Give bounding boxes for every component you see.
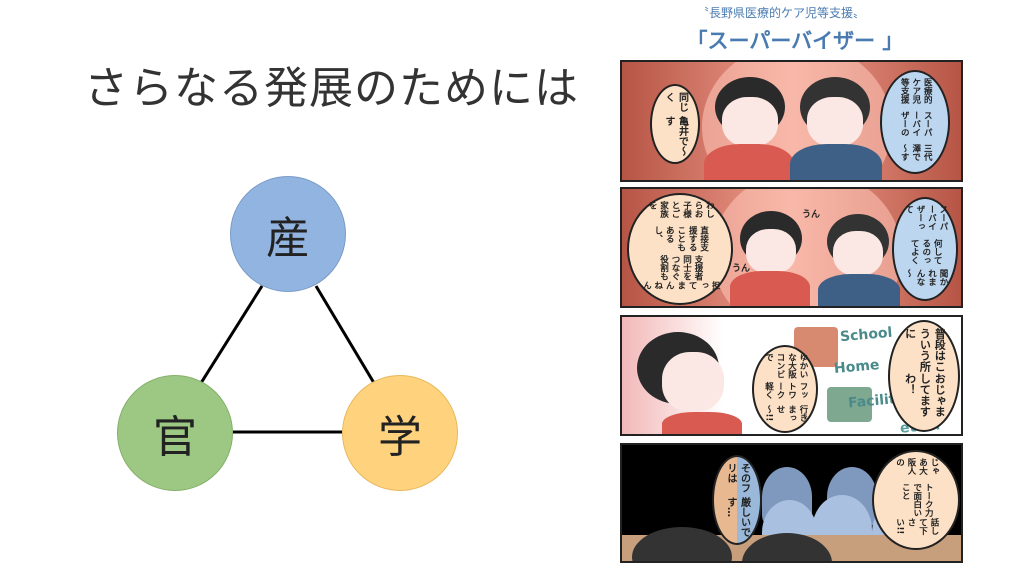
comic-subtitle: 〝長野県医療的ケア児等支援〟 [696,6,865,20]
place-home: Home [833,357,881,377]
place-school: School [839,324,893,346]
speech-bubble: 医療的ケア児等支援スーパーバイザーの三代澤で～す [880,70,950,174]
sound-effect: うん [802,210,821,220]
industry-circle: 産 [230,176,346,292]
speech-bubble: じゃあ大阪人のトーク力で面白いこと話して下さい!! [872,450,960,550]
slide-title: さらなる発展のためには [84,63,579,114]
speech-bubble: わしらお子様とご家族を直接支援することもあるし、支援者同士をつなぐ役割も担ってま… [627,193,733,305]
comic-panel-1: 同じく亀井で～す 医療的ケア児等支援スーパーバイザーの三代澤で～す [620,60,963,182]
speech-bubble: 同じく亀井で～す [650,84,700,164]
sound-effect: うん [732,264,751,274]
comic-panel-4: そのフリは厳しいです… じゃあ大阪人のトーク力で面白いこと話して下さい!! [620,443,963,563]
speech-bubble: ゆかいな大阪コンビでフットワーク軽く行きまっせ～!! [752,345,818,433]
speech-bubble: 普段はこういう所におじゃましてますわ！ [888,320,960,432]
comic-title: 「スーパーバイザー 」 [686,29,904,53]
government-circle: 官 [117,375,233,491]
academia-circle: 学 [342,375,458,491]
speech-bubble: スーパーバイザーって何してるのってよく聞かれまんな～ [892,197,958,301]
comic-panel-2: うん うん わしらお子様とご家族を直接支援することもあるし、支援者同士をつなぐ役… [620,187,963,308]
comic-panel-3: School Home Facility etc... ゆかいな大阪コンビでフッ… [620,315,963,436]
triangle-lines [199,285,376,434]
speech-bubble: そのフリは厳しいです… [712,455,762,545]
